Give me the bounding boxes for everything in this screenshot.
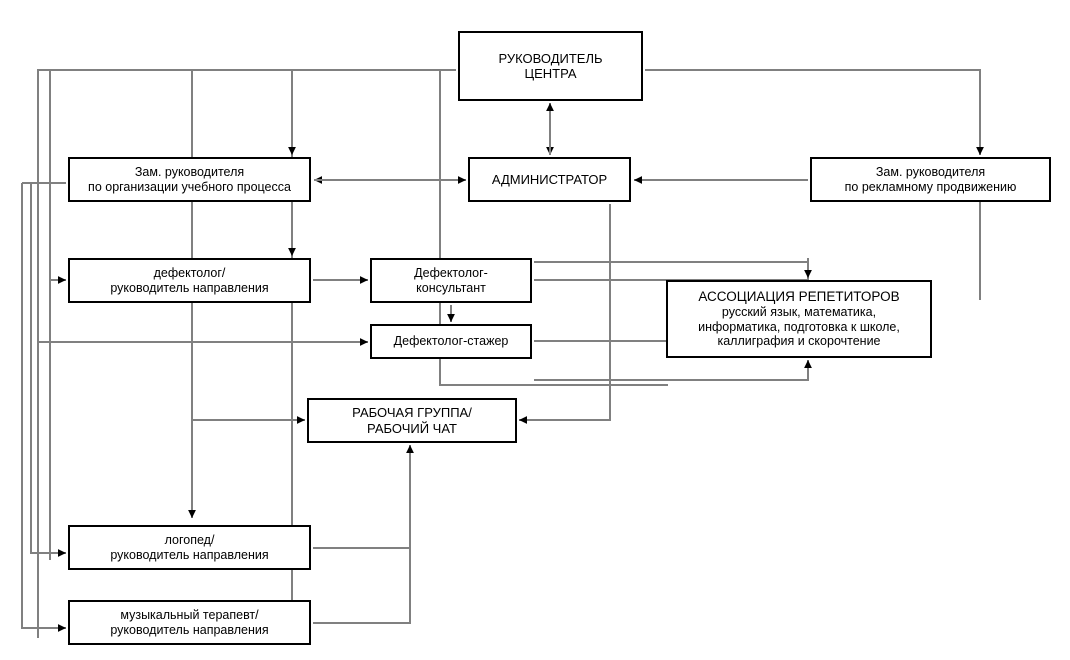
music-therapist-line-1: музыкальный терапевт/: [120, 608, 259, 622]
tutors-association-box[interactable]: АССОЦИАЦИЯ РЕПЕТИТОРОВ русский язык, мат…: [666, 280, 932, 358]
deputy-education-line-1: Зам. руководителя: [134, 165, 245, 179]
director-line-1: РУКОВОДИТЕЛЬ: [498, 50, 603, 66]
tutors-association-line-2: русский язык, математика,: [721, 305, 877, 320]
wire-director-deputy-marketing: [645, 69, 984, 300]
deputy-marketing-line-1: Зам. руководителя: [875, 165, 986, 179]
wire-consultant-association: [534, 258, 812, 281]
tutors-association-line-4: каллиграфия и скорочтение: [717, 334, 881, 349]
speech-therapist-box[interactable]: логопед/ руководитель направления: [68, 525, 311, 570]
director-line-2: ЦЕНТРА: [524, 66, 577, 81]
working-group-box[interactable]: РАБОЧАЯ ГРУППА/ РАБОЧИЙ ЧАТ: [307, 398, 517, 443]
tutors-association-title: АССОЦИАЦИЯ РЕПЕТИТОРОВ: [698, 289, 900, 305]
defectologist-consultant-line-2: консультант: [416, 280, 486, 295]
administrator-label: АДМИНИСТРАТОР: [491, 171, 608, 187]
defectologist-head-line-1: дефектолог/: [153, 266, 226, 280]
defectologist-head-box[interactable]: дефектолог/ руководитель направления: [68, 258, 311, 303]
deputy-education-line-2: по организации учебного процесса: [88, 179, 291, 194]
defectologist-consultant-box[interactable]: Дефектолог- консультант: [370, 258, 532, 303]
wire-left-rail-group: [21, 182, 368, 632]
defectologist-trainee-label: Дефектолог-стажер: [393, 334, 509, 349]
tutors-association-line-3: информатика, подготовка к школе,: [698, 319, 900, 334]
administrator-box[interactable]: АДМИНИСТРАТОР: [468, 157, 631, 202]
defectologist-trainee-box[interactable]: Дефектолог-стажер: [370, 324, 532, 359]
deputy-education-box[interactable]: Зам. руководителя по организации учебног…: [68, 157, 311, 202]
speech-therapist-line-1: логопед/: [164, 533, 215, 547]
music-therapist-box[interactable]: музыкальный терапевт/ руководитель напра…: [68, 600, 311, 645]
defectologist-consultant-line-1: Дефектолог-: [414, 266, 488, 280]
music-therapist-line-2: руководитель направления: [110, 622, 269, 637]
deputy-marketing-box[interactable]: Зам. руководителя по рекламному продвиже…: [810, 157, 1051, 202]
working-group-line-2: РАБОЧИЙ ЧАТ: [367, 420, 457, 436]
working-group-line-1: РАБОЧАЯ ГРУППА/: [352, 405, 472, 421]
director-box[interactable]: РУКОВОДИТЕЛЬ ЦЕНТРА: [458, 31, 643, 101]
deputy-marketing-line-2: по рекламному продвижению: [844, 179, 1017, 194]
wire-therapists-working-group: [313, 445, 414, 624]
defectologist-head-line-2: руководитель направления: [110, 280, 269, 295]
wire-administrator-working-group: [519, 204, 611, 424]
speech-therapist-line-2: руководитель направления: [110, 547, 269, 562]
